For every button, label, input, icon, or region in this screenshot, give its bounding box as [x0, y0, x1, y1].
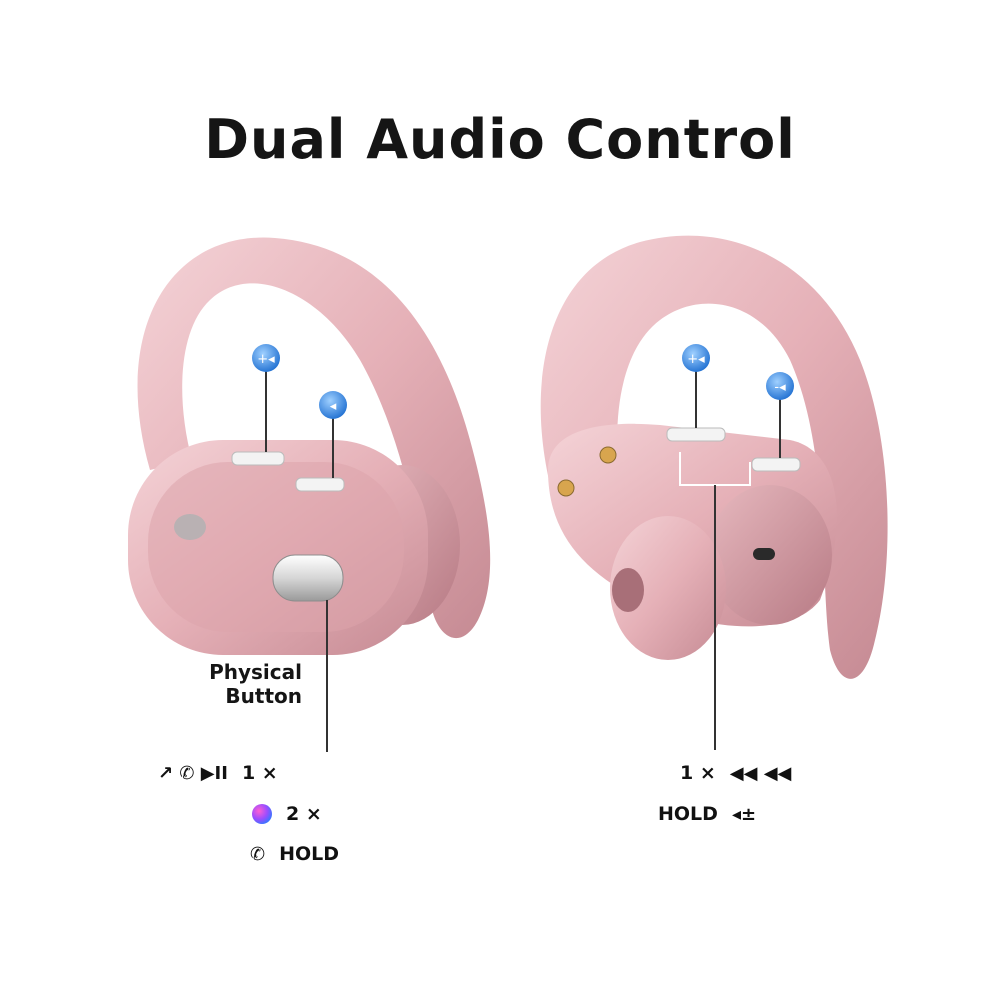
left-body-face	[148, 462, 404, 632]
right-hold-action: HOLD	[658, 803, 718, 825]
left-control-single-tap: ↗ ✆ ▶II 1 ×	[158, 762, 278, 784]
right-control-single-tap: 1 × ◀◀ ◀◀	[680, 762, 791, 784]
svg-text:+◂: +◂	[687, 352, 705, 367]
left-double-tap-action: 2 ×	[286, 803, 322, 825]
right-ear-hook	[540, 235, 888, 679]
right-volume-down-icon	[766, 372, 794, 400]
right-charge-pin-2	[599, 446, 617, 464]
right-volume-down-key	[751, 457, 801, 472]
right-sensor	[753, 548, 775, 560]
left-control-double-tap: 2 ×	[252, 803, 322, 825]
left-hold-action: HOLD	[279, 843, 340, 865]
right-single-tap-action: 1 ×	[680, 762, 716, 784]
svg-text:+◂: +◂	[257, 352, 275, 367]
left-volume-down-key	[295, 477, 345, 492]
right-control-hold: HOLD ◂±	[658, 803, 756, 825]
right-ear-tip	[610, 516, 726, 660]
track-skip-icons: ◀◀ ◀◀	[729, 762, 792, 784]
svg-text:-◂: -◂	[774, 380, 786, 395]
left-volume-up-key	[231, 451, 285, 466]
siri-icon	[252, 804, 272, 824]
right-ear-tip-hole	[612, 568, 644, 612]
physical-button-line1: Physical	[209, 660, 302, 684]
physical-button-label: Physical Button	[150, 660, 302, 708]
svg-text:◂: ◂	[330, 399, 337, 414]
left-earbud: +◂ ◂	[128, 237, 491, 752]
page-title: Dual Audio Control	[204, 108, 796, 171]
physical-button-line2: Button	[225, 684, 302, 708]
left-volume-up-icon	[252, 344, 280, 372]
volume-icon: ◂±	[731, 803, 757, 825]
play-pause-call-icons: ↗ ✆ ▶II	[158, 762, 228, 784]
left-single-tap-action: 1 ×	[241, 762, 278, 784]
left-physical-button	[272, 554, 344, 602]
left-ear-hook	[137, 237, 491, 639]
left-mic-grille	[174, 514, 206, 540]
right-charge-pin-1	[557, 479, 575, 497]
right-volume-up-icon	[682, 344, 710, 372]
right-volume-up-key	[666, 427, 726, 442]
reject-call-icon: ✆	[250, 843, 266, 865]
right-earbud: +◂ -◂	[540, 235, 888, 750]
left-volume-down-icon	[319, 391, 347, 419]
left-control-hold: ✆ HOLD	[250, 843, 339, 865]
